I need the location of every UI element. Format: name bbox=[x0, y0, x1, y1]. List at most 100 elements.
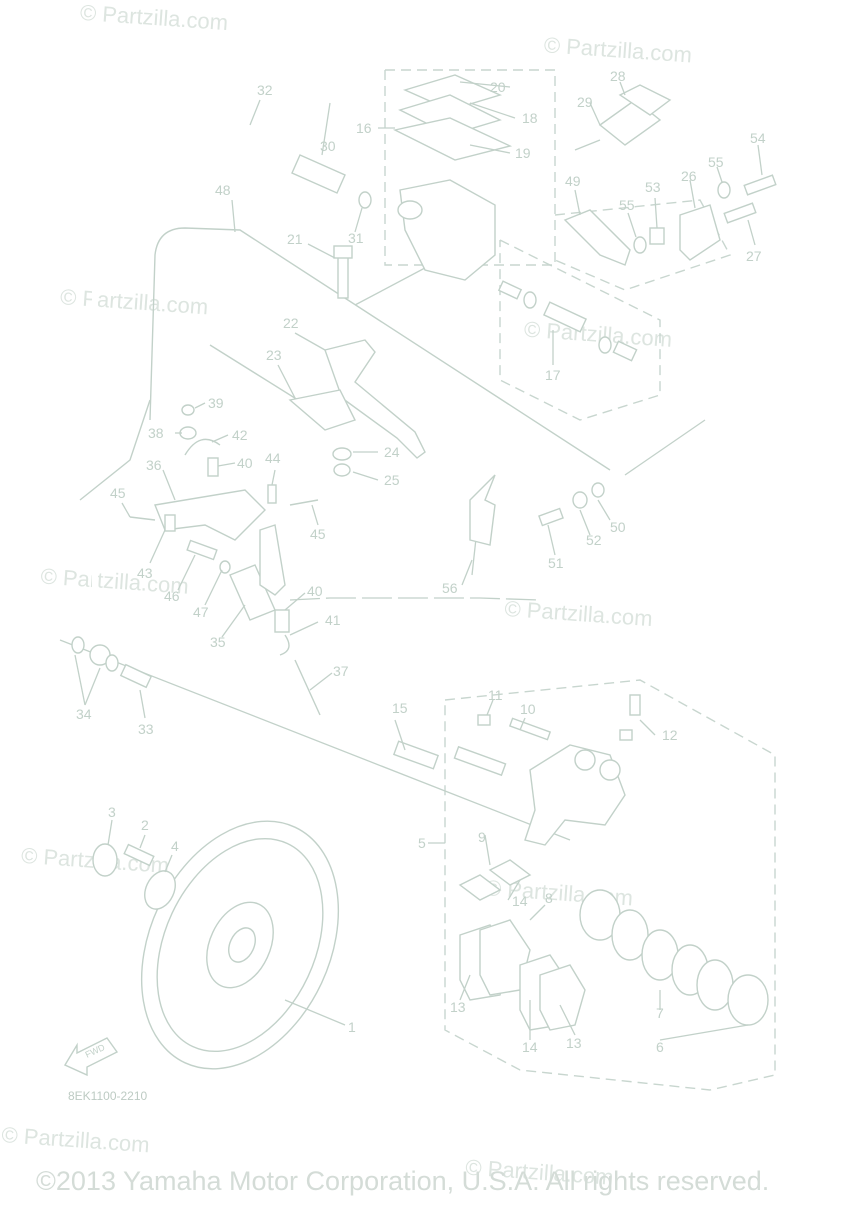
part-label: 5 bbox=[418, 835, 426, 851]
bracket-leader bbox=[289, 597, 541, 601]
master-cylinder bbox=[392, 74, 513, 281]
piston bbox=[727, 974, 769, 1026]
lever-arm bbox=[563, 209, 631, 266]
fwd-arrow-shape bbox=[63, 1037, 119, 1077]
washer bbox=[572, 491, 588, 509]
pin bbox=[164, 514, 176, 532]
pin bbox=[267, 484, 277, 504]
part-label: 40 bbox=[307, 583, 323, 599]
clutch-cable bbox=[149, 227, 611, 471]
part-label: 49 bbox=[565, 173, 581, 189]
part-label: 37 bbox=[333, 663, 349, 679]
master-cylinder-group-box bbox=[384, 69, 556, 266]
pad-spring bbox=[458, 874, 502, 901]
diaphragm bbox=[392, 117, 513, 161]
caliper-group-box bbox=[444, 679, 776, 1091]
pin bbox=[207, 457, 219, 477]
part-label: 27 bbox=[746, 248, 762, 264]
brake-switch bbox=[574, 84, 672, 151]
lever-parts bbox=[563, 174, 777, 266]
part-label: 31 bbox=[348, 230, 364, 246]
part-label: 3 bbox=[108, 804, 116, 820]
diagram-code: 8EK1100-2210 bbox=[68, 1089, 148, 1103]
lever-body bbox=[324, 339, 426, 459]
bleed-cap bbox=[619, 729, 633, 741]
disc-hub bbox=[206, 901, 274, 989]
watermark: © Partzilla.com bbox=[79, 0, 229, 35]
part-label: 21 bbox=[287, 231, 303, 247]
part-label: 50 bbox=[610, 519, 626, 535]
part-label: 55 bbox=[619, 197, 635, 213]
part-label: 17 bbox=[545, 367, 561, 383]
part-label: 2 bbox=[141, 817, 149, 833]
part-label: 11 bbox=[488, 687, 503, 703]
collar bbox=[332, 447, 352, 461]
plug bbox=[477, 714, 491, 726]
part-label: 13 bbox=[566, 1035, 582, 1051]
part-label: 1 bbox=[348, 1019, 356, 1035]
part-label: 30 bbox=[320, 138, 336, 154]
part-label: 16 bbox=[356, 120, 372, 136]
part-label: 15 bbox=[392, 700, 408, 716]
washer bbox=[219, 560, 231, 574]
washer bbox=[633, 236, 647, 254]
pad-spring bbox=[488, 859, 532, 886]
part-label: 4 bbox=[171, 838, 179, 854]
piston-kit bbox=[497, 280, 638, 362]
part-label: 44 bbox=[265, 450, 281, 466]
part-label: 24 bbox=[384, 444, 400, 460]
part-label: 48 bbox=[215, 182, 231, 198]
cotter-pin bbox=[289, 499, 319, 506]
part-label: 28 bbox=[610, 68, 626, 84]
part-label: 9 bbox=[478, 829, 486, 845]
part-label: 32 bbox=[257, 82, 273, 98]
part-label: 47 bbox=[193, 604, 209, 620]
part-label: 45 bbox=[110, 485, 126, 501]
part-label: 34 bbox=[76, 706, 92, 722]
wheel-hardware bbox=[92, 843, 176, 910]
part-label: 6 bbox=[656, 1039, 664, 1055]
watermark: © Partzilla.com bbox=[59, 284, 209, 319]
part-label: 45 bbox=[310, 526, 326, 542]
watermark: © Partzilla.com bbox=[523, 317, 673, 352]
disc-inner bbox=[156, 837, 324, 1053]
collar bbox=[123, 843, 155, 867]
washer bbox=[71, 636, 85, 654]
part-label: 56 bbox=[442, 580, 458, 596]
part-label: 53 bbox=[645, 179, 661, 195]
spring bbox=[497, 280, 523, 300]
link bbox=[259, 524, 286, 596]
reservoir-hose-leader bbox=[624, 419, 706, 476]
bleed-screw bbox=[629, 694, 641, 716]
part-label: 7 bbox=[656, 1005, 664, 1021]
piston-kit-group-box bbox=[499, 239, 661, 421]
watermark: © Partzilla.com bbox=[504, 596, 654, 631]
caliper-pistons bbox=[579, 889, 769, 1026]
part-label: 33 bbox=[138, 721, 154, 737]
collar bbox=[591, 482, 605, 498]
part-label: 36 bbox=[146, 457, 162, 473]
circlip bbox=[92, 843, 118, 877]
lever-bracket bbox=[288, 389, 356, 431]
pedal-assembly bbox=[129, 404, 321, 716]
bushing bbox=[649, 227, 665, 245]
part-label: 19 bbox=[515, 145, 531, 161]
washer bbox=[717, 181, 731, 199]
part-label: 8 bbox=[545, 890, 553, 906]
nut bbox=[333, 463, 351, 477]
part-label: 51 bbox=[548, 555, 564, 571]
bolt bbox=[119, 663, 153, 689]
mount-hardware bbox=[538, 482, 605, 527]
clutch-cable-end bbox=[79, 399, 151, 501]
brake-hose-inner bbox=[92, 85, 332, 690]
seal bbox=[523, 291, 537, 309]
part-label: 38 bbox=[148, 425, 164, 441]
brake-pads bbox=[458, 859, 586, 1031]
pad-pin bbox=[508, 717, 552, 741]
part-label: 54 bbox=[750, 130, 766, 146]
banjo-fitting bbox=[291, 154, 372, 209]
callout-lines bbox=[74, 81, 763, 1041]
part-label: 23 bbox=[266, 347, 282, 363]
